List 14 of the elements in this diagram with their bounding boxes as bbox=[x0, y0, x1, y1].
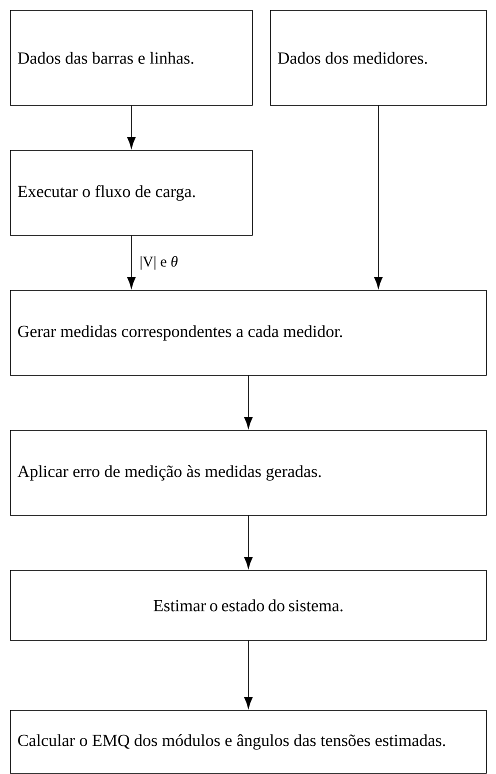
process-box: Calcular o EMQ dos módulos e ângulos das tensões estimadas. bbox=[10, 710, 487, 774]
arrow bbox=[127, 105, 136, 149]
arrow bbox=[244, 640, 253, 709]
process-box: Dados dos medidores. bbox=[270, 10, 487, 106]
process-box: Aplicar erro de medição às medidas geradas. bbox=[10, 430, 487, 516]
edge-label: |V| e θ bbox=[138, 254, 180, 272]
process-box: Estimar o estado do sistema. bbox=[10, 570, 487, 641]
process-box: Gerar medidas correspondentes a cada medidor. bbox=[10, 290, 487, 376]
arrow bbox=[244, 375, 253, 429]
arrow bbox=[374, 105, 383, 289]
arrow bbox=[127, 235, 136, 289]
process-box: Dados das barras e linhas. bbox=[10, 10, 253, 106]
process-box: Executar o fluxo de carga. bbox=[10, 150, 253, 236]
arrow bbox=[244, 515, 253, 569]
